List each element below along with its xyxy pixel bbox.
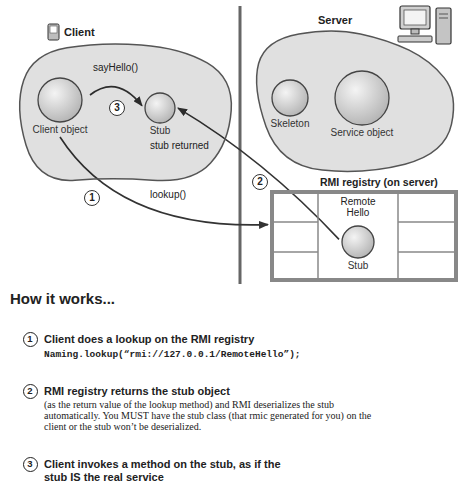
circle-outline [37,77,83,123]
callout-number: 3 [109,100,125,116]
edge-label: lookup() [150,189,186,201]
node-label: Client [64,26,95,39]
step-number: 1 [23,332,38,347]
circle-outline [271,79,309,117]
section-heading: How it works... [10,290,115,308]
registry-grid-line [272,251,318,253]
step-number: 3 [23,457,38,472]
step-title: Client invokes a method on the stub, as … [44,458,306,484]
stub-circle: Stub [339,225,377,273]
circle-shape [38,78,82,122]
tower-slot [439,14,448,15]
tower [436,8,451,44]
region-blob [20,44,232,181]
callout-number: 2 [252,174,268,190]
node-label: Client object [30,124,90,136]
keyboard [398,36,432,42]
step-title: RMI registry returns the stub object [44,385,230,398]
registry-grid-line [398,221,456,223]
circle-shape [145,93,175,123]
registry-grid-line [397,192,399,280]
node-label: Server [318,14,352,27]
tower-slot [439,18,448,19]
circle-outline [341,225,375,259]
step-note: (as the return value of the lookup metho… [44,399,384,432]
callout-number: 1 [84,190,100,206]
divider-line [239,6,242,284]
node-label: Stub [142,125,178,137]
edge-label: stub returned [150,140,209,152]
skeleton-circle: Skeleton [269,79,312,131]
monitor-screen [404,10,426,25]
node-label: Stub [339,260,377,272]
monitor-stand [411,29,419,34]
circle-outline [144,92,176,124]
circle-shape [272,80,308,116]
node-label: Skeleton [269,118,312,130]
monitor [400,6,430,29]
node-label: RMI registry (on server) [320,176,438,188]
server-region: ServerSkeletonService object [248,12,460,176]
circle-shape [335,71,389,125]
client-object-circle: Client object [30,77,90,137]
computer-icon [398,6,451,44]
pda-icon [48,24,59,40]
edge-label: sayHello() [93,62,138,74]
region-blob [257,31,454,171]
pda-screen [50,26,57,33]
registry-grid-line [317,192,319,280]
service-object-circle: Service object [329,70,396,140]
pda-body [48,24,59,40]
registry-grid-line [398,251,456,253]
node-label: Service object [329,127,396,139]
step-number: 2 [23,384,38,399]
registry-frame [272,192,456,280]
step-title: Client does a lookup on the RMI registry [44,333,254,346]
rmi-registry-table: RMI registry (on server) Remote HelloStub [268,176,460,284]
cell-label: Remote Hello [335,196,381,218]
stub-circle: Stub [142,92,178,138]
circle-shape [342,226,374,258]
code-line: Naming.lookup(“rmi://127.0.0.1/RemoteHel… [44,349,301,361]
registry-grid-line [272,221,318,223]
circle-outline [334,70,390,126]
